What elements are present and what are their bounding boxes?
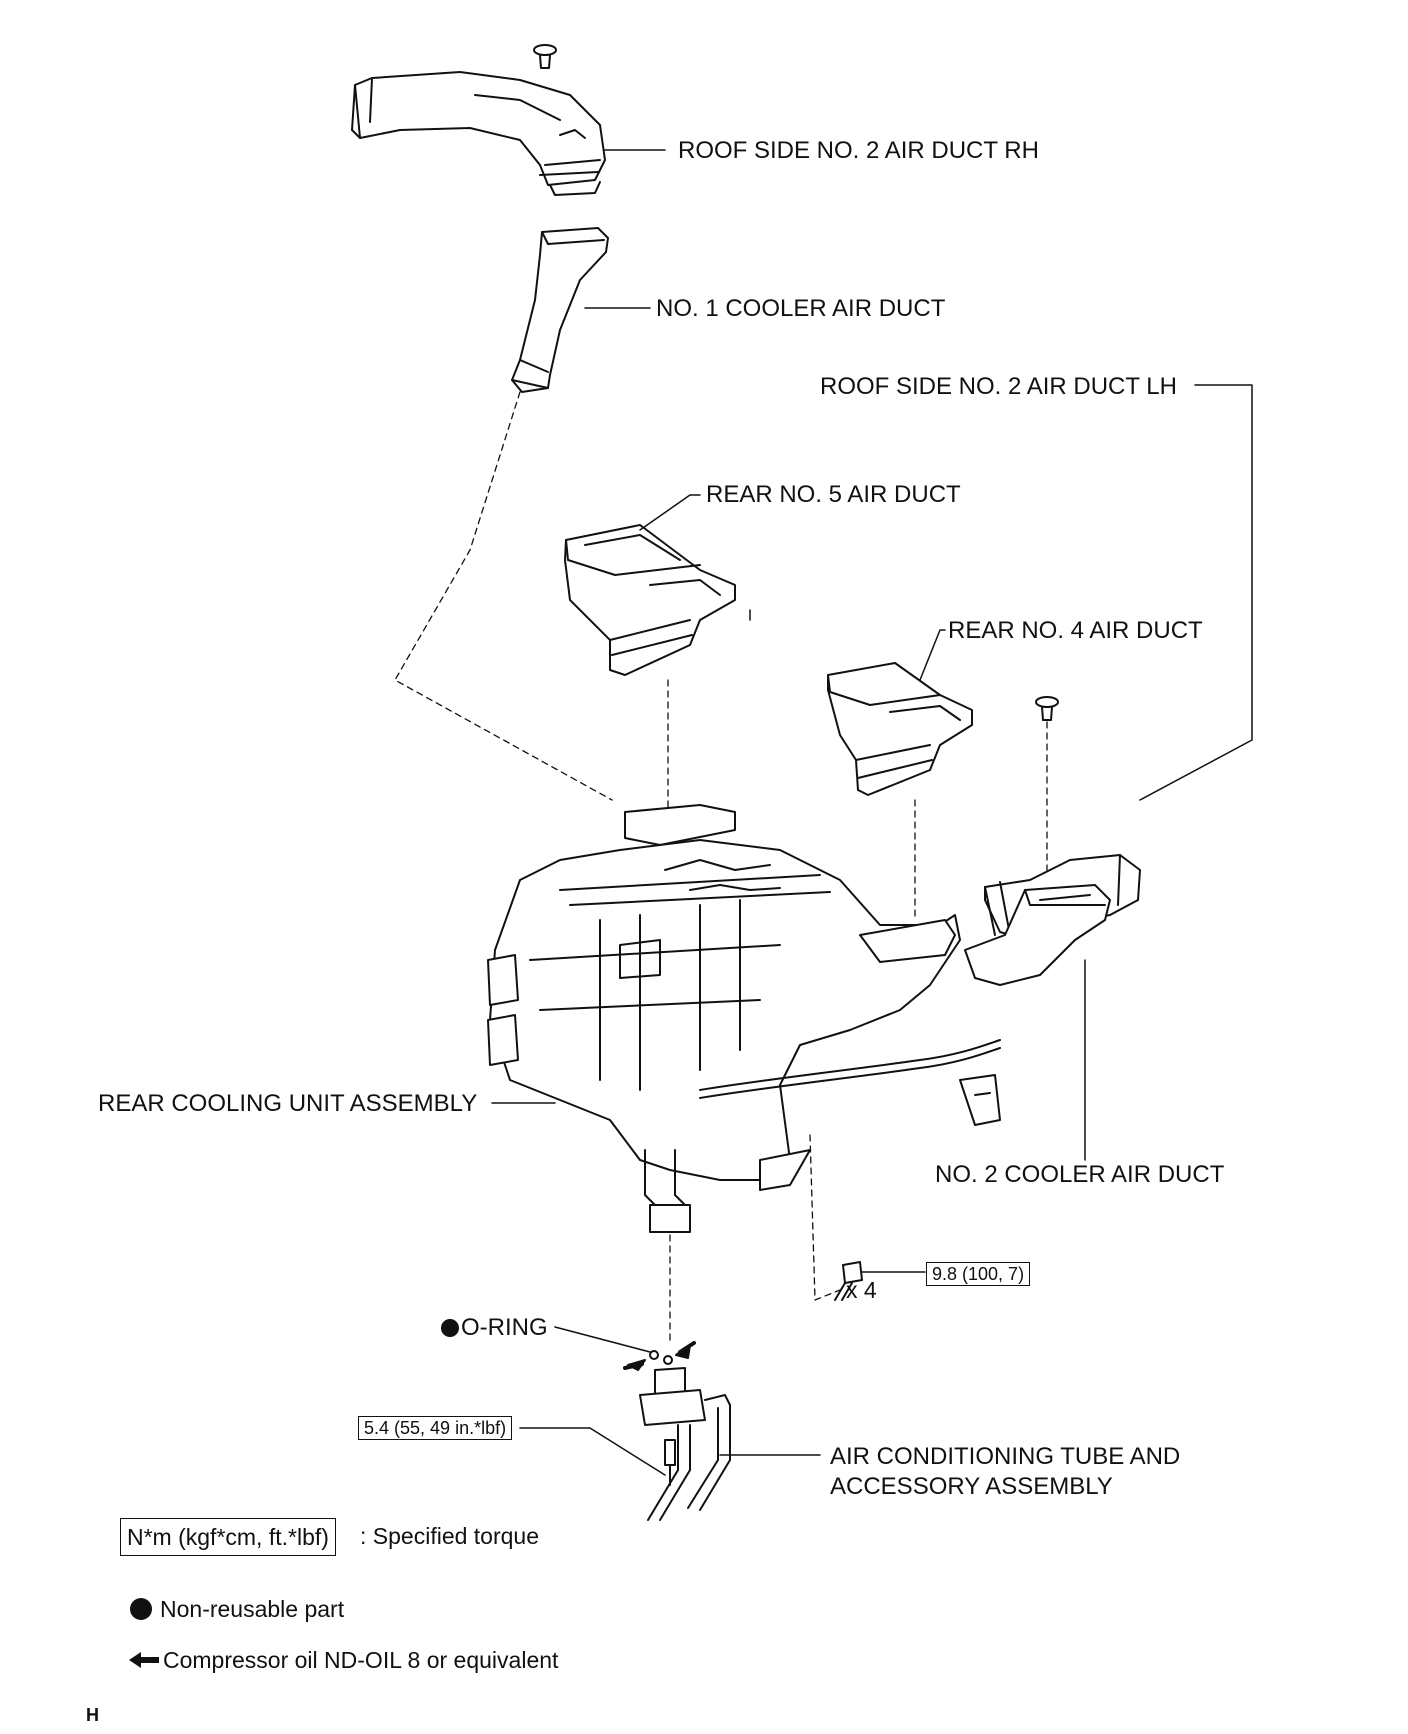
label-no1-cooler-duct: NO. 1 COOLER AIR DUCT	[656, 295, 946, 322]
oil-arrow-legend-icon	[127, 1647, 161, 1677]
label-ac-tube-line1: AIR CONDITIONING TUBE AND	[830, 1443, 1181, 1470]
leader-rear5	[639, 494, 701, 531]
non-reusable-dot-icon	[441, 1319, 459, 1337]
label-rear-no5-duct: REAR NO. 5 AIR DUCT	[706, 481, 961, 508]
legend-oil: Compressor oil ND-OIL 8 or equivalent	[127, 1645, 558, 1677]
bolt-x4-part	[834, 1261, 863, 1301]
leader-rear4	[919, 629, 946, 681]
label-rear-cooling-unit: REAR COOLING UNIT ASSEMBLY	[98, 1090, 478, 1117]
roof-side-duct-rh-part	[351, 71, 606, 196]
rear-cooling-unit-part	[487, 804, 1001, 1233]
dashed-guide-1	[394, 391, 613, 801]
non-reusable-legend-icon	[130, 1598, 152, 1620]
rear-no4-duct-part	[827, 662, 973, 796]
rear-no5-duct-part	[564, 524, 736, 676]
torque-box-tube-bolt: 5.4 (55, 49 in.*lbf)	[358, 1416, 513, 1440]
label-roof-side-duct-rh: ROOF SIDE NO. 2 AIR DUCT RH	[678, 137, 1039, 164]
ac-tube-part	[639, 1367, 731, 1521]
no1-cooler-duct-part	[511, 227, 609, 393]
no2-cooler-duct-part	[964, 884, 1111, 986]
clip-lh	[1035, 696, 1059, 721]
label-no2-cooler-duct: NO. 2 COOLER AIR DUCT	[935, 1161, 1225, 1188]
clip-rh	[533, 44, 557, 69]
bolt-quantity: x 4	[846, 1277, 877, 1303]
legend-nonreusable: Non-reusable part	[130, 1594, 344, 1624]
label-o-ring: O-RING	[441, 1313, 548, 1343]
torque-box-bolt: 9.8 (100, 7)	[926, 1262, 1031, 1286]
tube-torque-leader	[519, 1427, 666, 1476]
o-ring-text: O-RING	[461, 1314, 548, 1341]
legend-torque-text: : Specified torque	[360, 1523, 540, 1549]
label-rear-no4-duct: REAR NO. 4 AIR DUCT	[948, 617, 1203, 644]
label-roof-side-duct-lh: ROOF SIDE NO. 2 AIR DUCT LH	[820, 373, 1177, 400]
leader-roof-lh	[1139, 384, 1253, 801]
legend-torque-unit-box: N*m (kgf*cm, ft.*lbf)	[120, 1518, 336, 1556]
legend-oil-text: Compressor oil ND-OIL 8 or equivalent	[163, 1647, 559, 1673]
legend-nonreusable-text: Non-reusable part	[160, 1596, 345, 1622]
dashed-guide-bolt	[809, 1134, 841, 1301]
o-ring-part	[554, 1326, 696, 1371]
label-ac-tube-line2: ACCESSORY ASSEMBLY	[830, 1473, 1113, 1500]
footer-code: H	[86, 1705, 99, 1725]
